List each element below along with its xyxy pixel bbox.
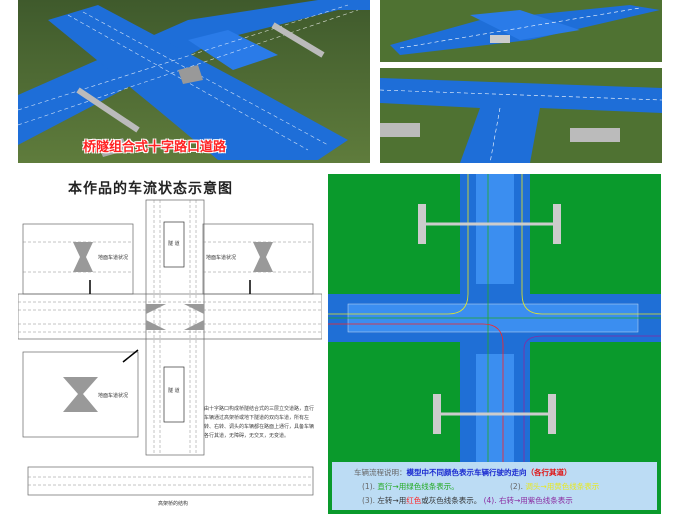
- diagram-title: 本作品的车流状态示意图: [68, 181, 233, 197]
- legend-item1-num: (1).: [362, 482, 376, 491]
- diagram-drawing: [18, 199, 322, 496]
- legend-item3-num: (3).: [362, 496, 376, 505]
- model-road-image: [328, 174, 661, 462]
- legend-subtitle: 模型中不同颜色表示车辆行驶的走向: [406, 468, 527, 477]
- legend-item-left-red: 红色: [406, 496, 422, 505]
- legend-item-left-b: 或灰色线条表示。: [421, 496, 482, 505]
- legend-item4-num: (4).: [483, 496, 497, 505]
- intersection-render-main: 桥隧组合式十字路口道路: [18, 0, 370, 163]
- legend-heading: 车辆流程说明：: [354, 468, 407, 477]
- inset-label-bottom: 地面车道状况: [98, 393, 129, 399]
- intersection-render-side-1: [380, 0, 662, 62]
- legend-subtitle-note: （各行其道）: [526, 468, 572, 477]
- tunnel-label-bottom: 隧 道: [168, 388, 180, 394]
- traffic-flow-diagram: 本作品的车流状态示意图 隧 道: [18, 172, 322, 512]
- diagram-description: 由十字路口构成桥隧结合式的三层立交道路，直行车辆通过高架桥或地下隧道的双向车道，…: [204, 406, 315, 439]
- render-road-image: [18, 0, 370, 163]
- inset-label-right: 地面车道状况: [206, 255, 237, 261]
- model-top-view: 车辆流程说明：模型中不同颜色表示车辆行驶的走向（各行其道） (1). 直行→用绿…: [328, 174, 661, 514]
- legend-item-uturn: 调头→用黄色线条表示: [525, 482, 600, 491]
- legend-item-right: 右转→用紫色线条表示: [499, 496, 573, 505]
- tunnel-label-top: 隧 道: [168, 241, 180, 247]
- bridge-caption: 高架桥的结构: [158, 501, 189, 507]
- inset-label-left: 地面车道状况: [98, 255, 129, 261]
- legend-item2-num: (2).: [510, 482, 524, 491]
- legend-item-left-a: 左转→用: [377, 496, 407, 505]
- render-road-image: [380, 68, 662, 163]
- render-road-image: [380, 0, 662, 62]
- vehicle-flow-legend: 车辆流程说明：模型中不同颜色表示车辆行驶的走向（各行其道） (1). 直行→用绿…: [332, 462, 657, 510]
- render-caption: 桥隧组合式十字路口道路: [83, 140, 227, 155]
- intersection-render-side-2: [380, 68, 662, 163]
- legend-item-straight: 直行→用绿色线条表示。: [377, 482, 459, 491]
